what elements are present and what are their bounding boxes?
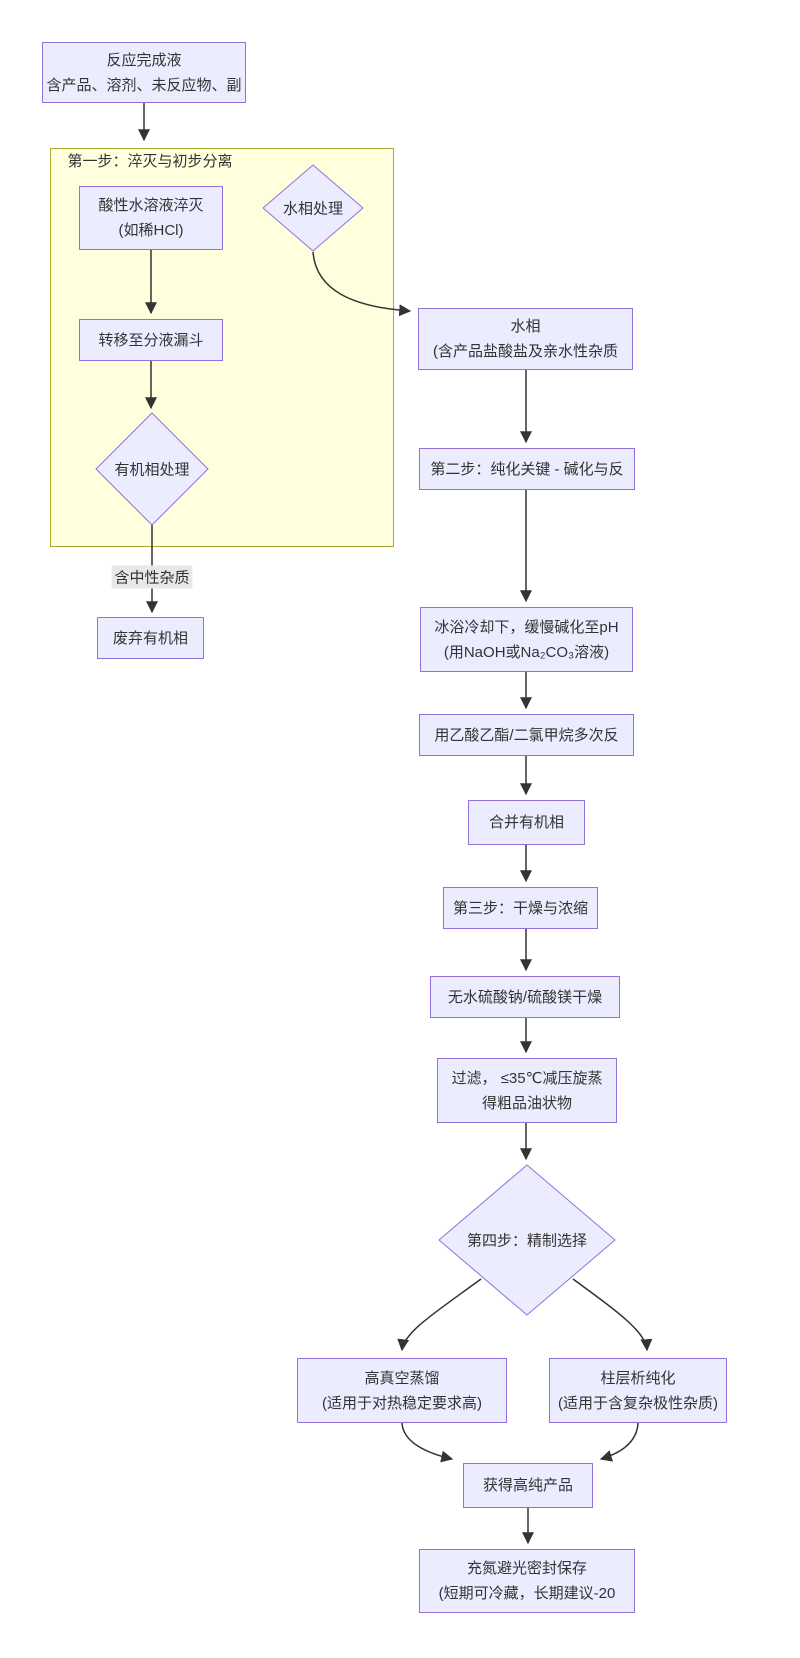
node-discard-organic-label: 废弃有机相	[112, 629, 188, 647]
node-drying-agent-label: 无水硫酸钠/硫酸镁干燥	[447, 988, 603, 1006]
node-basify-line1: 冰浴冷却下，缓慢碱化至pH	[434, 618, 619, 636]
edge-label-neutral-impurities: 含中性杂质	[111, 565, 193, 589]
edge-step4-distill	[397, 1278, 482, 1352]
node-back-extract: 用乙酸乙酯/二氯甲烷多次反	[419, 714, 634, 756]
edge-distill-product	[401, 1422, 454, 1463]
node-step3-title-label: 第三步：干燥与浓缩	[452, 899, 588, 917]
node-step3-title: 第三步：干燥与浓缩	[443, 887, 598, 929]
node-separating-funnel-label: 转移至分液漏斗	[98, 331, 204, 349]
node-combine-organic: 合并有机相	[468, 800, 585, 845]
node-pure-product-label: 获得高纯产品	[482, 1477, 573, 1494]
node-storage: 充氮避光密封保存 (短期可冷藏，长期建议-20	[419, 1549, 635, 1613]
node-acid-quench: 酸性水溶液淬灭 (如稀HCl)	[79, 186, 223, 250]
node-step2-title: 第二步：纯化关键 - 碱化与反	[419, 448, 635, 490]
label-organic-phase-decision: 有机相处理	[114, 461, 190, 479]
node-back-extract-label: 用乙酸乙酯/二氯甲烷多次反	[434, 726, 619, 744]
node-separating-funnel: 转移至分液漏斗	[79, 319, 223, 361]
node-column-chromatography-line1: 柱层析纯化	[600, 1369, 676, 1387]
node-acid-quench-line2: (如稀HCl)	[118, 222, 184, 239]
node-vacuum-distillation: 高真空蒸馏 (适用于对热稳定要求高)	[297, 1358, 507, 1423]
node-filter-evaporate-line1: 过滤， ≤35℃减压旋蒸	[451, 1069, 603, 1087]
edge-column-product	[599, 1422, 639, 1462]
edge-step4-column	[572, 1278, 653, 1352]
node-column-chromatography: 柱层析纯化 (适用于含复杂极性杂质)	[549, 1358, 727, 1423]
label-step4-decision: 第四步：精制选择	[466, 1232, 588, 1250]
node-pure-product: 获得高纯产品	[463, 1463, 593, 1508]
node-basify: 冰浴冷却下，缓慢碱化至pH (用NaOH或Na₂CO₃溶液)	[420, 607, 633, 672]
node-acid-quench-line1: 酸性水溶液淬灭	[98, 197, 204, 214]
node-aqueous-phase: 水相 (含产品盐酸盐及亲水性杂质	[418, 308, 633, 370]
node-aqueous-phase-line2: (含产品盐酸盐及亲水性杂质	[433, 343, 618, 360]
label-aqueous-phase-decision: 水相处理	[282, 200, 344, 218]
node-reaction-complete: 反应完成液 含产品、溶剂、未反应物、副	[42, 42, 246, 103]
node-reaction-complete-line2: 含产品、溶剂、未反应物、副	[46, 76, 242, 94]
node-discard-organic: 废弃有机相	[97, 617, 204, 659]
node-combine-organic-label: 合并有机相	[488, 814, 564, 831]
node-filter-evaporate: 过滤， ≤35℃减压旋蒸 得粗品油状物	[437, 1058, 617, 1123]
node-column-chromatography-line2: (适用于含复杂极性杂质)	[558, 1394, 718, 1412]
node-reaction-complete-line1: 反应完成液	[106, 51, 182, 69]
node-aqueous-phase-line1: 水相	[510, 318, 541, 335]
node-basify-line2: (用NaOH或Na₂CO₃溶液)	[443, 643, 610, 661]
node-vacuum-distillation-line1: 高真空蒸馏	[364, 1369, 440, 1387]
node-storage-line2: (短期可冷藏，长期建议-20	[438, 1585, 616, 1602]
node-filter-evaporate-line2: 得粗品油状物	[481, 1094, 572, 1112]
node-step2-title-label: 第二步：纯化关键 - 碱化与反	[430, 460, 624, 478]
cluster-step1-title: 第一步：淬灭与初步分离	[67, 153, 233, 170]
node-storage-line1: 充氮避光密封保存	[466, 1560, 587, 1577]
node-vacuum-distillation-line2: (适用于对热稳定要求高)	[322, 1394, 482, 1412]
node-drying-agent: 无水硫酸钠/硫酸镁干燥	[430, 976, 620, 1018]
